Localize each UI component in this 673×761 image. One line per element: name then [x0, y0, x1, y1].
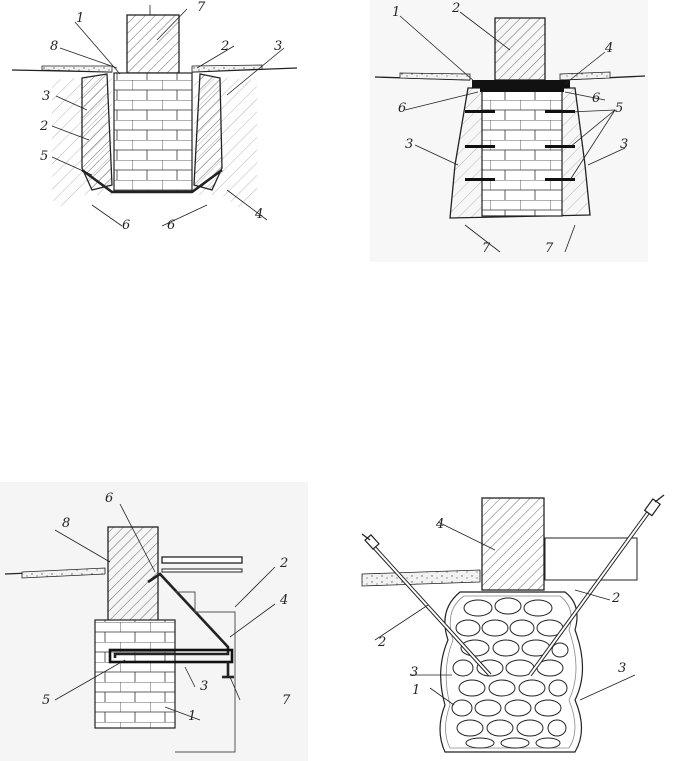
injector-right: [528, 494, 665, 677]
label-5: 5: [40, 149, 48, 164]
figure-3-drawing: 1 2 3 4 5 6 7 8: [4, 491, 291, 753]
label-4: 4: [254, 207, 263, 222]
leader-lines: [54, 503, 276, 721]
floor-beam: [161, 556, 243, 564]
label-8: 8: [62, 516, 70, 531]
brick-foundation: [481, 89, 563, 217]
figure-4-foundation-section: 1 2 2 3 3 4: [350, 490, 673, 761]
anchor-bars: [465, 110, 575, 181]
label-3: 3: [410, 665, 418, 680]
needle-beam: [108, 648, 234, 664]
label-1: 1: [412, 683, 420, 698]
figure-1-drawing: 1 2 3 4 5 6 6 7 8 2 3: [12, 0, 298, 233]
figure-1-foundation-section: 1 2 3 4 5 6 6 7 8 2 3: [12, 0, 302, 240]
label-3: 3: [405, 137, 413, 152]
rubble-stones: [451, 597, 569, 749]
leader-lines: [51, 8, 285, 227]
label-2b: 2: [39, 119, 48, 134]
side-wall-right: [193, 73, 223, 191]
figure-3-foundation-section: 1 2 3 4 5 6 7 8: [0, 482, 308, 761]
top-beam: [472, 80, 570, 88]
figure-4-drawing: 1 2 2 3 3 4: [361, 494, 665, 753]
blind-area: [41, 65, 113, 73]
label-4: 4: [604, 41, 613, 56]
label-3: 3: [274, 39, 282, 54]
wall: [107, 526, 159, 623]
label-2b: 2: [377, 635, 386, 650]
label-3b: 3: [620, 137, 628, 152]
injector-left: [361, 533, 492, 677]
label-5: 5: [615, 101, 623, 116]
wall: [494, 17, 546, 81]
wall: [126, 14, 180, 74]
floor-beam-lower: [161, 568, 243, 573]
side-wall-left: [81, 73, 113, 191]
label-2: 2: [220, 39, 229, 54]
label-1: 1: [188, 709, 196, 724]
blind-area: [361, 569, 481, 587]
figure-2-drawing: 1 2 3 3 4 5 6 6 7 7: [374, 1, 646, 256]
brick-foundation: [94, 619, 176, 729]
label-7b: 7: [545, 241, 554, 256]
excavation-pit: [175, 591, 236, 753]
label-3b: 3: [618, 661, 626, 676]
label-3b: 3: [42, 89, 50, 104]
masonry-jacket-inner: [445, 595, 577, 749]
label-3: 3: [200, 679, 208, 694]
label-6b: 6: [167, 218, 175, 233]
label-6: 6: [105, 491, 113, 506]
label-6: 6: [398, 101, 406, 116]
leader-lines: [374, 521, 636, 706]
blind-area-right: [559, 71, 611, 81]
label-4: 4: [279, 593, 288, 608]
wall: [481, 497, 545, 591]
label-2: 2: [451, 1, 460, 16]
label-4: 4: [435, 517, 444, 532]
blind-area-left: [399, 72, 471, 81]
label-6: 6: [122, 218, 130, 233]
label-7: 7: [282, 693, 291, 708]
leader-lines: [399, 11, 626, 253]
label-2: 2: [279, 556, 288, 571]
label-6b: 6: [592, 91, 600, 106]
floor-slab: [544, 537, 638, 581]
blind-area-right: [191, 64, 263, 73]
blind-area: [21, 567, 106, 579]
label-1: 1: [392, 5, 400, 20]
label-5: 5: [42, 693, 50, 708]
brick-foundation: [113, 72, 193, 192]
top-beam-flange: [480, 88, 564, 92]
bottom-slab: [81, 168, 223, 194]
figure-2-foundation-section: 1 2 3 3 4 5 6 6 7 7: [370, 0, 648, 262]
label-7: 7: [197, 0, 206, 15]
label-2: 2: [611, 591, 620, 606]
label-1: 1: [76, 11, 84, 26]
label-7: 7: [482, 241, 491, 256]
label-8: 8: [50, 39, 58, 54]
